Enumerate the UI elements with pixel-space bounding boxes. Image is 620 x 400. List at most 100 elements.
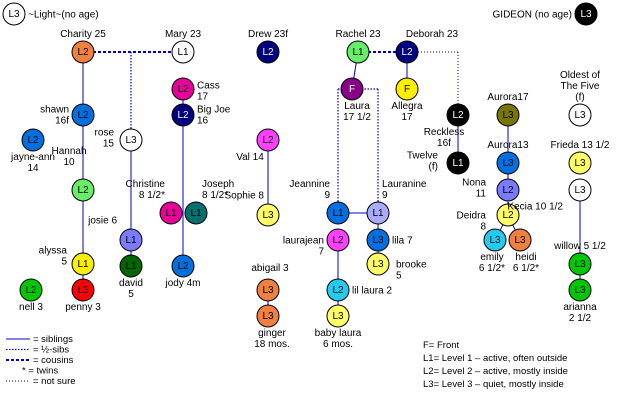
person-label: 9 — [324, 190, 330, 201]
person-label: Lauranine — [382, 179, 427, 190]
person-label: Cass — [197, 81, 220, 92]
person-label: Mary 23 — [165, 29, 202, 40]
node-circle — [21, 128, 45, 152]
person-label: 16 — [197, 116, 209, 127]
node-circle — [71, 40, 95, 64]
node-circle — [446, 103, 470, 127]
person-label: Aurora13 — [487, 140, 529, 151]
level-code: L3 — [574, 259, 586, 270]
node-circle — [446, 151, 470, 175]
node-circle — [326, 201, 350, 225]
person-label: 9 — [382, 190, 388, 201]
node-circle — [159, 201, 183, 225]
node-circle — [256, 304, 280, 328]
level-code: L3 — [372, 235, 384, 246]
node-circle — [256, 203, 280, 227]
level-code: L2 — [77, 47, 89, 58]
node-circle — [346, 40, 370, 64]
person-label: (f) — [429, 162, 438, 173]
level-code: L3 — [262, 311, 274, 322]
level-code: L3 — [514, 235, 526, 246]
legend-line-text: = siblings — [33, 334, 73, 345]
node-circle — [119, 254, 143, 278]
level-code: L3 — [77, 285, 89, 296]
person-label: josie 6 — [87, 216, 117, 227]
person-frieda: L3 Frieda 13 1/2 — [551, 140, 610, 175]
node-circle — [568, 278, 592, 302]
node-circle — [326, 228, 350, 252]
level-code: L1 — [190, 208, 202, 219]
level-code: L1 — [352, 47, 364, 58]
person-label: willow 5 1/2 — [553, 241, 606, 252]
level-code: L3 — [125, 135, 137, 146]
person-light: L3 ~Light~(no age) — [2, 2, 99, 26]
node-circle — [496, 178, 520, 202]
level-code: L3 — [8, 9, 20, 20]
level-code: L3 — [372, 259, 384, 270]
node-circle — [568, 103, 592, 127]
person-drew: L2 Drew 23f — [248, 29, 288, 64]
node-circle — [366, 201, 390, 225]
person-label: Oldest of — [560, 70, 600, 81]
level-code: L3 — [574, 285, 586, 296]
person-label: 17 1/2 — [343, 112, 371, 123]
person-label: 15 — [103, 139, 115, 150]
person-label: GIDEON (no age) — [493, 10, 572, 21]
level-code: L1 — [125, 235, 137, 246]
person-label: 5 — [128, 289, 134, 300]
person-nodes: L3 ~Light~(no age) L3 GIDEON (no age) L2Char… — [2, 2, 610, 350]
person-label: Allegra — [391, 101, 423, 112]
person-label: ginger — [258, 328, 286, 339]
node-circle — [71, 278, 95, 302]
level-code: L1 — [165, 208, 177, 219]
person-label: 5 — [61, 257, 67, 268]
person-label: Drew 23f — [248, 29, 288, 40]
level-code: L3 — [574, 110, 586, 121]
node-circle — [483, 228, 507, 252]
person-label: emily — [480, 252, 503, 263]
level-code: L1 — [452, 158, 464, 169]
node-circle — [395, 40, 419, 64]
person-label: penny 3 — [65, 302, 101, 313]
person-penny: L3 penny 3 — [65, 278, 101, 313]
person-label: 6 mos. — [323, 339, 353, 350]
person-label: Laura — [344, 101, 370, 112]
legend-line-text: = ½-sibs — [33, 345, 69, 356]
person-label: Sophie 8 — [225, 191, 265, 202]
level-code: L2 — [177, 261, 189, 272]
node-circle — [395, 77, 419, 101]
person-label: Deidra — [457, 211, 487, 222]
level-code: L2 — [77, 110, 89, 121]
node-circle — [184, 201, 208, 225]
legend-level-text: F= Front — [423, 340, 460, 351]
person-label: Frieda 13 1/2 — [551, 140, 610, 151]
person-label: arianna — [563, 302, 597, 313]
node-circle — [171, 40, 195, 64]
person-label: Jeannine — [289, 179, 330, 190]
person-label: ~Light~(no age) — [28, 10, 99, 21]
level-code: L3 — [574, 158, 586, 169]
level-code: L2 — [262, 47, 274, 58]
